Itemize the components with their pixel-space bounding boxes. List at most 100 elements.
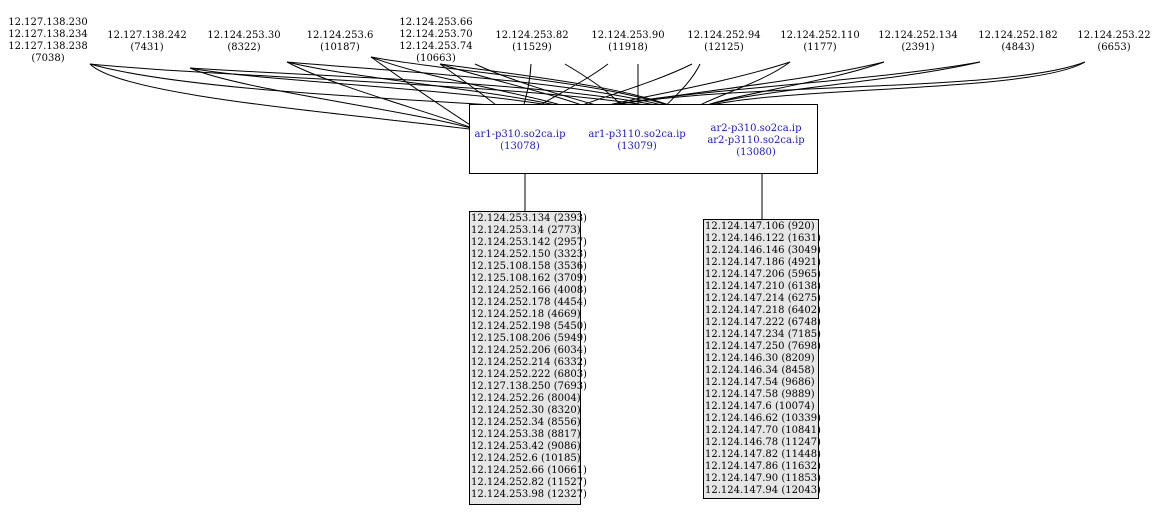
list-item: 12.124.147.214 (6275) bbox=[705, 293, 821, 304]
list-item: 12.124.147.206 (5965) bbox=[705, 269, 821, 280]
list-item: 12.124.253.98 (12327) bbox=[471, 489, 587, 500]
list-item: 12.124.252.150 (3323) bbox=[471, 249, 587, 260]
peer-as-number: (4843) bbox=[1001, 42, 1035, 53]
peer-label: 12.127.138.238 bbox=[8, 41, 88, 52]
list-item: 12.124.252.178 (4454) bbox=[471, 297, 587, 308]
list-item: 12.124.146.78 (11247) bbox=[705, 437, 821, 448]
list-item: 12.124.252.66 (10661) bbox=[471, 465, 587, 476]
list-item: 12.124.252.222 (6803) bbox=[471, 369, 587, 380]
peer-node: 12.124.252.134 (2391) bbox=[878, 30, 958, 54]
list-item: 12.124.147.218 (6402) bbox=[705, 305, 821, 316]
list-item: 12.124.252.18 (4669) bbox=[471, 309, 581, 320]
list-item: 12.124.147.90 (11853) bbox=[705, 473, 821, 484]
edge bbox=[370, 56, 479, 131]
list-item: 12.124.147.222 (6748) bbox=[705, 317, 821, 328]
list-item: 12.124.252.30 (8320) bbox=[471, 405, 581, 416]
list-item: 12.124.252.214 (6332) bbox=[471, 357, 587, 368]
list-item: 12.124.252.34 (8556) bbox=[471, 417, 581, 428]
peer-as-number: (10663) bbox=[416, 53, 456, 64]
peer-label: 12.124.252.134 bbox=[878, 30, 958, 41]
peer-label: 12.124.253.74 bbox=[399, 41, 473, 52]
list-item: 12.124.147.250 (7698) bbox=[705, 341, 821, 352]
list-item: 12.124.252.82 (11527) bbox=[471, 477, 587, 488]
peer-as-number: (10187) bbox=[320, 42, 360, 53]
router-cluster-box bbox=[469, 104, 818, 174]
list-item: 12.124.146.62 (10339) bbox=[705, 413, 821, 424]
peer-as-number: (6653) bbox=[1097, 42, 1131, 53]
list-item: 12.124.147.58 (9889) bbox=[705, 389, 815, 400]
edge bbox=[89, 63, 479, 131]
router-hostname: ar1-p310.so2ca.ip bbox=[474, 129, 566, 140]
list-item: 12.124.253.42 (9086) bbox=[471, 441, 581, 452]
peer-node: 12.127.138.230 12.127.138.234 12.127.138… bbox=[8, 17, 88, 65]
peer-as-number: (2391) bbox=[901, 42, 935, 53]
list-item: 12.124.147.186 (4921) bbox=[705, 257, 821, 268]
router-hostname: ar1-p3110.so2ca.ip bbox=[588, 129, 686, 140]
peer-label: 12.124.253.90 bbox=[591, 30, 665, 41]
edge bbox=[689, 61, 1086, 113]
peer-label: 12.124.253.22 bbox=[1077, 30, 1151, 41]
peer-node: 12.124.253.82 (11529) bbox=[495, 30, 568, 54]
list-item: 12.124.252.166 (4008) bbox=[471, 285, 587, 296]
list-item: 12.124.253.134 (2393) bbox=[471, 213, 587, 224]
list-item: 12.125.108.158 (3536) bbox=[471, 261, 587, 272]
list-item: 12.125.108.162 (3709) bbox=[471, 273, 587, 284]
edge bbox=[286, 61, 479, 131]
peer-node: 12.124.253.22 (6653) bbox=[1077, 30, 1150, 54]
list-item: 12.124.147.210 (6138) bbox=[705, 281, 821, 292]
list-item: 12.124.146.122 (1631) bbox=[705, 233, 821, 244]
list-item: 12.124.147.6 (10074) bbox=[705, 401, 815, 412]
list-item: 12.124.252.26 (8004) bbox=[471, 393, 581, 404]
peer-node: 12.124.253.90 (11918) bbox=[591, 30, 664, 54]
list-item: 12.124.252.206 (6034) bbox=[471, 345, 587, 356]
router-node[interactable]: ar2-p310.so2ca.ip ar2-p3110.so2ca.ip (13… bbox=[707, 123, 804, 159]
list-item: 12.124.252.198 (5450) bbox=[471, 321, 587, 332]
peer-label: 12.124.253.66 bbox=[399, 17, 473, 28]
list-item: 12.124.252.6 (10185) bbox=[471, 453, 581, 464]
router-as-number: (13080) bbox=[736, 147, 776, 158]
router-node[interactable]: ar1-p310.so2ca.ip (13078) bbox=[474, 129, 565, 153]
peer-label: 12.124.253.70 bbox=[399, 29, 473, 40]
list-item: 12.124.147.70 (10841) bbox=[705, 425, 821, 436]
router-hostname: ar2-p3110.so2ca.ip bbox=[707, 135, 805, 146]
list-item: 12.124.147.86 (11632) bbox=[705, 461, 821, 472]
list-item: 12.124.253.142 (2957) bbox=[471, 237, 587, 248]
peer-label: 12.124.253.6 bbox=[306, 30, 374, 41]
list-item: 12.125.108.206 (5949) bbox=[471, 333, 587, 344]
edge bbox=[439, 63, 686, 113]
list-item: 12.124.147.94 (12043) bbox=[705, 485, 821, 496]
peer-node: 12.124.252.110 (1177) bbox=[780, 30, 860, 54]
peer-as-number: (11918) bbox=[608, 42, 648, 53]
list-item: 12.124.146.30 (8209) bbox=[705, 353, 815, 364]
router-as-number: (13078) bbox=[500, 141, 540, 152]
list-item: 12.124.147.54 (9686) bbox=[705, 377, 815, 388]
peer-as-number: (11529) bbox=[512, 42, 552, 53]
peer-node: 12.124.252.94 (12125) bbox=[687, 30, 760, 54]
router-hostname: ar2-p310.so2ca.ip bbox=[710, 123, 802, 134]
list-item: 12.124.147.234 (7185) bbox=[705, 329, 821, 340]
peer-label: 12.124.252.94 bbox=[687, 30, 761, 41]
peer-node: 12.124.253.66 12.124.253.70 12.124.253.7… bbox=[399, 17, 472, 65]
router-node[interactable]: ar1-p3110.so2ca.ip (13079) bbox=[588, 129, 685, 153]
list-item: 12.124.146.34 (8458) bbox=[705, 365, 815, 376]
list-item: 12.124.146.146 (3049) bbox=[705, 245, 821, 256]
edge bbox=[370, 56, 686, 113]
peer-as-number: (1177) bbox=[803, 42, 837, 53]
address-list-left: 12.124.253.134 (2393) 12.124.253.14 (277… bbox=[469, 211, 587, 505]
peer-label: 12.124.252.110 bbox=[780, 30, 860, 41]
peer-label: 12.127.138.234 bbox=[8, 29, 88, 40]
peer-as-number: (12125) bbox=[704, 42, 744, 53]
peer-as-number: (7038) bbox=[31, 53, 65, 64]
peer-as-number: (7431) bbox=[130, 42, 164, 53]
edge bbox=[189, 67, 686, 113]
peer-node: 12.124.253.6 (10187) bbox=[307, 30, 374, 54]
list-item: 12.124.147.82 (11448) bbox=[705, 449, 821, 460]
list-item: 12.127.138.250 (7693) bbox=[471, 381, 587, 392]
peer-as-number: (8322) bbox=[227, 42, 261, 53]
list-item: 12.124.253.38 (8817) bbox=[471, 429, 581, 440]
list-item: 12.124.253.14 (2773) bbox=[471, 225, 581, 236]
peer-label: 12.124.252.182 bbox=[978, 30, 1058, 41]
peer-label: 12.124.253.30 bbox=[207, 30, 281, 41]
list-item: 12.124.147.106 (920) bbox=[705, 221, 815, 232]
peer-node: 12.124.252.182 (4843) bbox=[978, 30, 1058, 54]
